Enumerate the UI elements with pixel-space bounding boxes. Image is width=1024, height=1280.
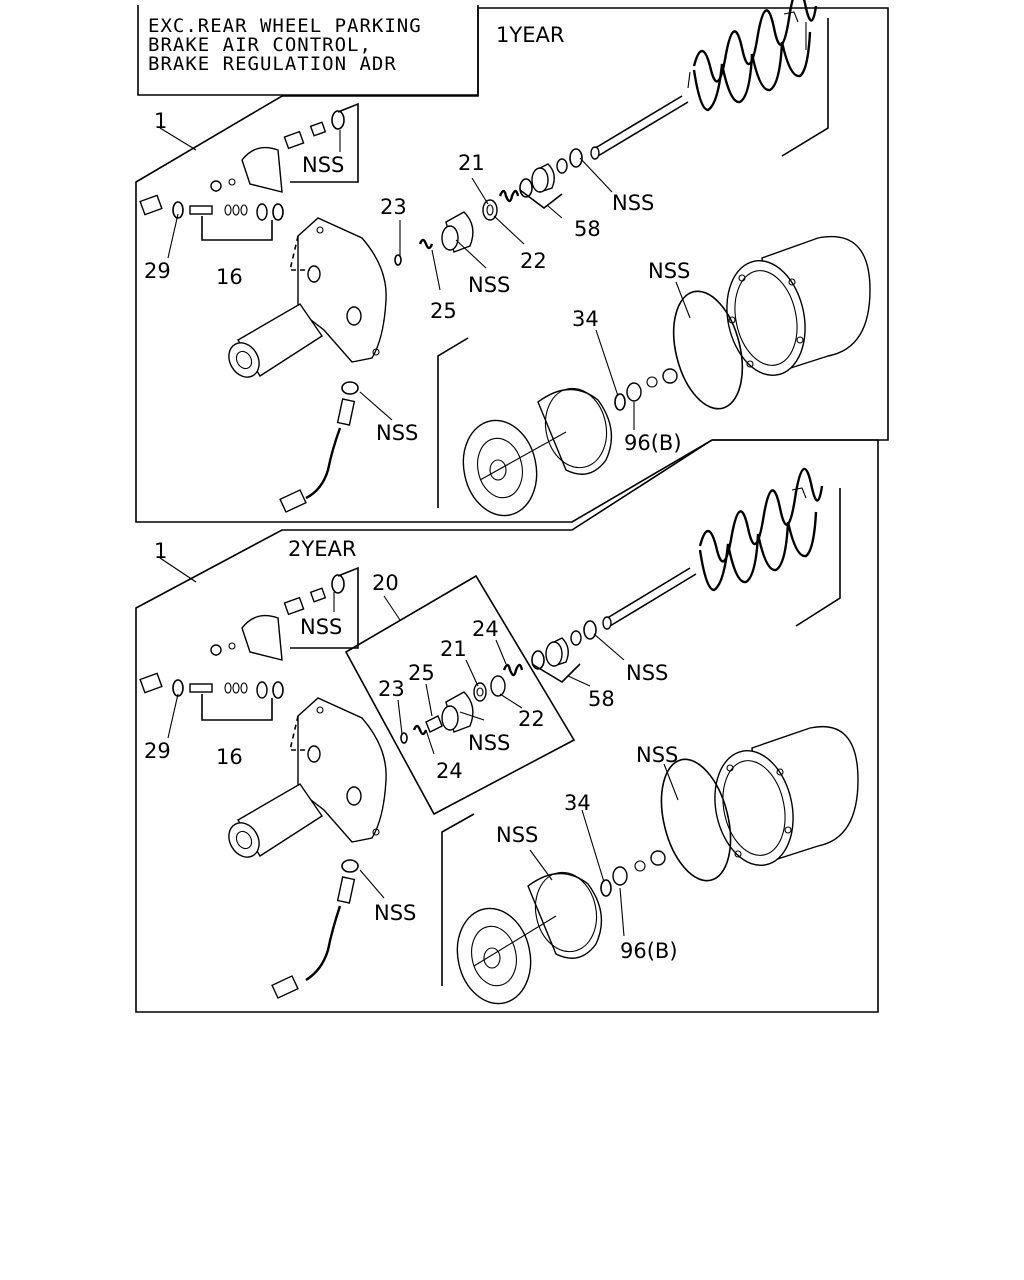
panel-1year: 1YEAR [135, 0, 889, 523]
callout-nss-piston: NSS [468, 273, 510, 297]
panel-2-year-label: 2YEAR [288, 537, 356, 561]
spring-leader-bracket [795, 488, 841, 627]
cap-and-fittings [139, 574, 345, 699]
piston-58-bracket [519, 189, 563, 210]
callout-96b: 96(B) [624, 431, 682, 455]
diaphragm-and-cup [456, 871, 603, 1005]
return-spring [698, 467, 824, 592]
panel-2-frame [135, 439, 879, 1013]
panel-1-year-label: 1YEAR [496, 23, 564, 47]
callout-22: 22 [518, 707, 545, 731]
callout-25: 25 [430, 299, 457, 323]
washers-and-nut [600, 850, 666, 897]
callout-58: 58 [588, 687, 615, 711]
body-bracket-dashed [288, 235, 310, 271]
callout-1: 1 [154, 109, 167, 133]
callout-16: 16 [216, 745, 243, 769]
panel-1-frame [135, 7, 889, 523]
housing-o-ring [672, 290, 744, 410]
callout-nss-sensor: NSS [374, 901, 416, 925]
return-spring [687, 0, 818, 112]
callout-nss-cup: NSS [496, 823, 538, 847]
callout-25: 25 [408, 661, 435, 685]
header-note-line-2: BRAKE AIR CONTROL, [148, 34, 372, 56]
valve-kit-parts [400, 663, 524, 744]
cap-and-fittings [139, 110, 345, 221]
diaphragm-and-cup [462, 387, 613, 517]
callout-16: 16 [216, 265, 243, 289]
brake-cylinder-body [228, 217, 387, 378]
callout-nss-cap: NSS [302, 153, 344, 177]
sensor-cable [271, 859, 359, 999]
panel-2year: 2YEAR [135, 439, 879, 1013]
brake-cylinder-body [228, 697, 387, 858]
callout-1: 1 [154, 539, 167, 563]
callout-58: 58 [574, 217, 601, 241]
piston-58-parts [531, 620, 597, 670]
panel-2-leaders [159, 557, 679, 937]
header-note-line-1: EXC.REAR WHEEL PARKING [148, 15, 422, 37]
callout-22: 22 [520, 249, 547, 273]
callout-96b: 96(B) [620, 939, 678, 963]
housing-o-ring [660, 758, 732, 882]
piston-58-bracket [531, 663, 581, 684]
brake-chamber-housing [714, 726, 859, 866]
callout-21: 21 [440, 637, 467, 661]
callout-nss-clip: NSS [612, 191, 654, 215]
brake-chamber-housing [726, 236, 871, 376]
bracket-16 [201, 694, 273, 721]
sensor-cable [279, 381, 359, 513]
lower-leader-bracket [437, 337, 469, 508]
callout-nss-cap: NSS [300, 615, 342, 639]
callout-nss-o-ring: NSS [648, 259, 690, 283]
callout-24-top: 24 [472, 617, 499, 641]
callout-29: 29 [144, 739, 171, 763]
callout-34: 34 [564, 791, 591, 815]
callout-23: 23 [380, 195, 407, 219]
callout-23: 23 [378, 677, 405, 701]
callout-24-bottom: 24 [436, 759, 463, 783]
push-rod [590, 95, 689, 160]
lower-leader-bracket [441, 813, 475, 986]
push-rod [602, 567, 697, 630]
callout-21: 21 [458, 151, 485, 175]
spring-leader-bracket [781, 18, 829, 157]
body-bracket-dashed [288, 715, 310, 751]
callout-34: 34 [572, 307, 599, 331]
callout-29: 29 [144, 259, 171, 283]
callout-nss-piston: NSS [468, 731, 510, 755]
callout-nss-o-ring: NSS [636, 743, 678, 767]
washers-and-nut [614, 368, 678, 411]
callout-nss-clip: NSS [626, 661, 668, 685]
piston-parts [394, 148, 583, 266]
valve-kit-20-frame [344, 574, 576, 816]
header-note: EXC.REAR WHEEL PARKING BRAKE AIR CONTROL… [137, 5, 479, 96]
cap-leader-bracket [290, 102, 359, 183]
cap-leader-bracket [290, 566, 359, 649]
callout-20: 20 [372, 571, 399, 595]
bracket-16 [201, 216, 273, 241]
header-note-line-3: BRAKE REGULATION ADR [148, 53, 397, 75]
callout-nss-sensor: NSS [376, 421, 418, 445]
panel-1-leaders [159, 127, 691, 430]
